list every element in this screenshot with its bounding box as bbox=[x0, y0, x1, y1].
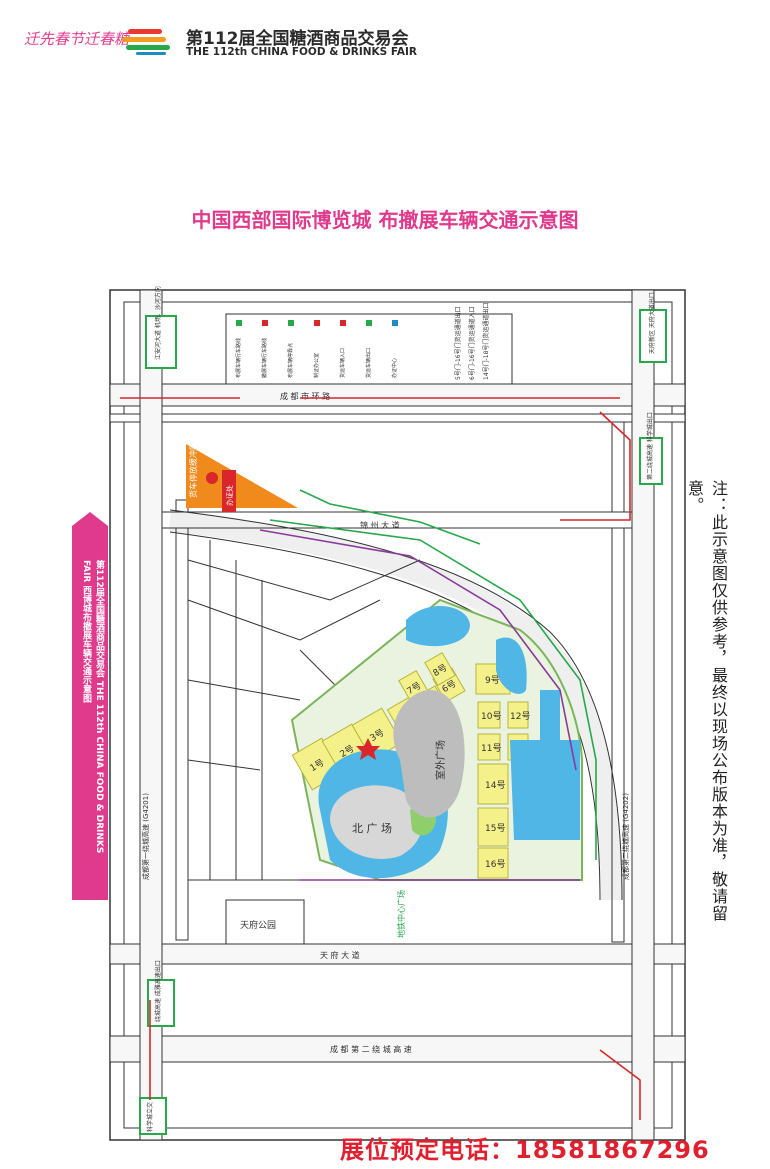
hall-label: 16号 bbox=[485, 859, 505, 870]
svg-text:天府新区 天府大道出口: 天府新区 天府大道出口 bbox=[648, 292, 656, 354]
right-ring-road-2 bbox=[611, 421, 625, 943]
east-pond bbox=[496, 637, 527, 694]
east-water bbox=[510, 740, 580, 840]
left-ring-label: 成都第一绕城高速 (G4201) bbox=[141, 793, 150, 880]
street-grid bbox=[187, 540, 421, 881]
legend-item: 货运车辆入口 bbox=[339, 320, 346, 378]
tianfu-park-label: 天府公园 bbox=[240, 919, 276, 931]
delivery-routes bbox=[120, 397, 641, 1120]
legend-item: 货运车辆出口 bbox=[365, 320, 372, 378]
svg-text:布展车辆停靠点: 布展车辆停靠点 bbox=[287, 343, 294, 378]
top-road-label: 成 都 市 环 路 bbox=[280, 391, 330, 401]
parking-buffer-label: 货车停放缓冲区 bbox=[188, 442, 198, 498]
hall-label: 9号 bbox=[485, 675, 500, 686]
svg-text:撤展车辆行车路线: 撤展车辆行车路线 bbox=[261, 338, 268, 378]
metro-center-label: 地铁中心广场 bbox=[396, 890, 406, 938]
map-title: 中国西部国际博览城 布撤展车辆交通示意图 bbox=[191, 208, 579, 232]
right-ring-label: 成都第二绕城高速 (G4202) bbox=[621, 793, 630, 880]
legend-item: 布展车辆停靠点 bbox=[287, 320, 294, 378]
outdoor-plaza bbox=[393, 690, 465, 818]
svg-text:制证办公室: 制证办公室 bbox=[313, 353, 320, 378]
hall-label: 10号 bbox=[481, 711, 501, 722]
sign-bottom-right: 科学城立交 bbox=[139, 1097, 167, 1135]
legend-gate: 5号门-16号门货运通道出口 bbox=[454, 306, 462, 380]
hall-label: 11号 bbox=[481, 743, 501, 754]
hall-16: 16号 bbox=[477, 847, 509, 879]
hall-14: 14号 bbox=[477, 763, 509, 805]
map-frame bbox=[109, 289, 686, 1141]
hall-11: 11号 bbox=[477, 733, 501, 761]
fair-title-en: THE 112th CHINA FOOD & DRINKS FAIR bbox=[186, 46, 417, 58]
hall-label: 14号 bbox=[485, 780, 505, 791]
legend-gate: 14号门-18号门货运通道出口 bbox=[482, 303, 490, 380]
bottom-road bbox=[109, 1035, 686, 1063]
lower-horizontal-road bbox=[109, 943, 686, 965]
svg-text:布展车辆行车路线: 布展车辆行车路线 bbox=[235, 338, 242, 378]
fair-logo-icon bbox=[122, 29, 170, 55]
svg-text:第二绕城高速 科学城出口: 第二绕城高速 科学城出口 bbox=[646, 412, 654, 480]
hall-8: 8号 bbox=[424, 652, 456, 686]
svg-text:绕城高速 成雅高速出口: 绕城高速 成雅高速出口 bbox=[154, 960, 162, 1022]
hall-10: 10号 bbox=[477, 701, 501, 729]
east-channel bbox=[540, 690, 560, 780]
north-pond bbox=[406, 605, 470, 647]
svg-text:科学城立交: 科学城立交 bbox=[146, 1102, 154, 1132]
sign-bottom-left: 绕城高速 成雅高速出口 bbox=[147, 960, 175, 1027]
legend-item: 办证中心 bbox=[391, 320, 398, 378]
legend-item: 撤展车辆行车路线 bbox=[261, 320, 268, 378]
hall-15: 15号 bbox=[477, 807, 509, 847]
svg-text:办证中心: 办证中心 bbox=[391, 358, 398, 378]
outdoor-plaza-label: 室外广场 bbox=[434, 740, 447, 780]
sign-right-upper: 第二绕城高速 科学城出口 bbox=[639, 412, 663, 485]
side-banner bbox=[72, 512, 108, 900]
sign-top-left: 江安河大道 机场、沙河方向 bbox=[145, 286, 177, 369]
legend-gate: 6号门-16号门货运通道入口 bbox=[468, 306, 476, 380]
upper-street bbox=[161, 511, 633, 529]
left-street bbox=[175, 499, 189, 941]
left-ring-road bbox=[139, 289, 163, 1141]
side-banner-text: 第112届全国糖酒商品交易会 THE 112th CHINA FOOD & DR… bbox=[81, 560, 104, 854]
diagonal-boulevard bbox=[168, 509, 623, 901]
svg-text:货运车辆入口: 货运车辆入口 bbox=[339, 348, 346, 378]
lower-road-label: 天 府 大 道 bbox=[320, 950, 360, 960]
north-square-label: 北 广 场 bbox=[352, 821, 392, 835]
hall-label: 15号 bbox=[485, 823, 505, 834]
svg-text:货运车辆出口: 货运车辆出口 bbox=[365, 348, 372, 378]
tianfu-park bbox=[225, 899, 305, 945]
right-ring-road bbox=[631, 289, 655, 1141]
map-frame-inner bbox=[123, 301, 673, 1129]
legend-item: 制证办公室 bbox=[313, 320, 320, 378]
hall-label: 12号 bbox=[510, 711, 530, 722]
office-star-icon bbox=[356, 738, 380, 760]
office-label: 办证处 bbox=[225, 485, 234, 506]
legend-items: 布展车辆行车路线 撤展车辆行车路线 布展车辆停靠点 制证办公室 货运车辆入口 货运车辆出口… bbox=[235, 303, 490, 380]
bottom-road-label: 成 都 第 二 绕 城 高 速 bbox=[330, 1044, 412, 1054]
hall-12: 12号 bbox=[507, 701, 530, 729]
svg-text:江安河大道 机场、沙河方向: 江安河大道 机场、沙河方向 bbox=[154, 286, 162, 360]
parking-buffer-zone bbox=[186, 444, 298, 508]
fair-title-cn: 第112届全国糖酒商品交易会 bbox=[186, 29, 409, 49]
phone-number[interactable]: 展位预定电话：18581867296 bbox=[340, 1136, 710, 1164]
footnote: 注：此示意图仅供参考，最终以现场公布版本为准，敬请留意。 bbox=[685, 480, 728, 922]
sign-top-right: 天府新区 天府大道出口 bbox=[639, 292, 667, 363]
diagonal-label: 锦 州 大 道 bbox=[360, 520, 400, 530]
top-road bbox=[109, 383, 686, 407]
legend-item: 布展车辆行车路线 bbox=[235, 320, 242, 378]
north-square bbox=[330, 785, 423, 859]
top-road-2 bbox=[109, 413, 686, 423]
script-logo: 迁先春节迁春糖 bbox=[24, 30, 130, 48]
office-marker bbox=[206, 472, 218, 484]
